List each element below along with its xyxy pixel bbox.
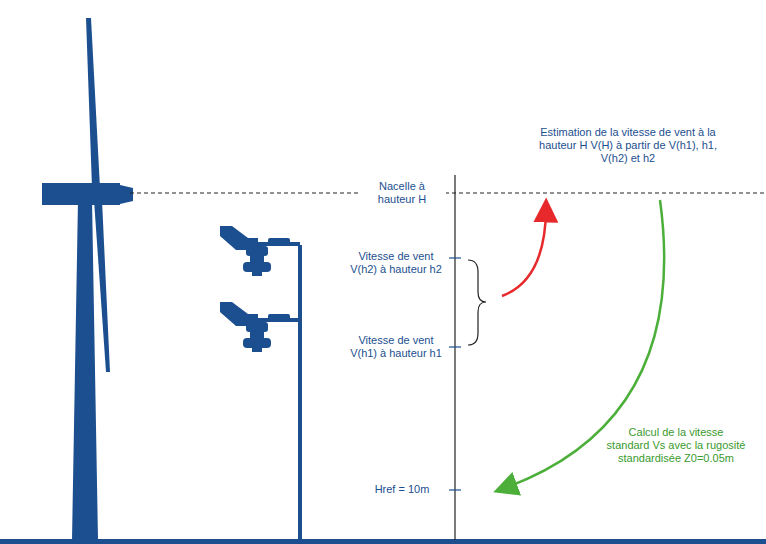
height-line xyxy=(130,193,766,194)
brace xyxy=(468,260,486,345)
mast xyxy=(298,245,302,540)
height-axis xyxy=(454,175,455,540)
standardisation-note: Calcul de la vitesse standard Vs avec la… xyxy=(606,426,746,465)
anemometer xyxy=(220,302,300,352)
nacelle-label: Nacelle à hauteur H xyxy=(358,179,446,207)
sensor-label: Vitesse de vent V(h2) à hauteur h2 xyxy=(346,250,446,276)
reference-height: Href = 10m xyxy=(360,483,444,496)
tick xyxy=(449,257,461,258)
estimation-note: Estimation de la vitesse de vent à la ha… xyxy=(528,126,728,165)
tick xyxy=(449,346,461,347)
sensor-label: Vitesse de vent V(h1) à hauteur h1 xyxy=(346,334,446,360)
tick xyxy=(449,489,461,490)
ground-line xyxy=(0,539,766,544)
anemometer xyxy=(220,226,300,276)
estimation-arrow xyxy=(502,210,546,296)
wind-turbine xyxy=(42,18,133,540)
